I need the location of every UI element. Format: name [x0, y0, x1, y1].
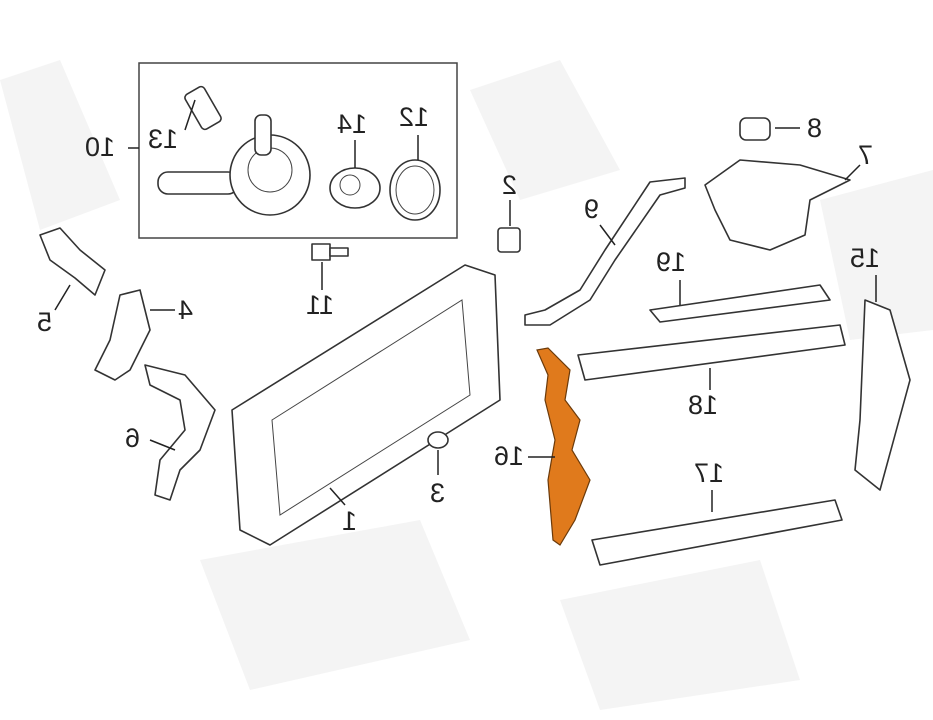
part-6-hose [144, 364, 216, 501]
label-15: 15 [850, 243, 881, 273]
part-17-lower-support [591, 490, 843, 566]
label-18: 18 [688, 390, 719, 420]
part-10-thermostat-housing [157, 114, 311, 216]
label-10: 10 [85, 132, 116, 162]
label-19: 19 [656, 247, 687, 277]
part-2-clip [497, 200, 521, 253]
label-11: 11 [306, 290, 335, 320]
part-1-radiator [231, 264, 501, 546]
part-18-support [577, 324, 846, 390]
label-2: 2 [502, 170, 518, 200]
label-12: 12 [399, 102, 430, 132]
part-7-reservoir [704, 159, 861, 251]
label-14: 14 [337, 109, 368, 139]
label-9: 9 [584, 194, 600, 224]
part-8-cap [739, 117, 800, 141]
part-11-bolt [311, 243, 349, 290]
part-13-sensor [184, 85, 222, 131]
label-6: 6 [125, 423, 141, 453]
label-1: 1 [342, 506, 358, 536]
part-12-gasket [389, 135, 441, 221]
label-8: 8 [807, 113, 823, 143]
part-3-grommet [427, 431, 449, 475]
label-16: 16 [494, 441, 525, 471]
label-7: 7 [858, 140, 874, 170]
thermostat-assembly-box [138, 62, 458, 239]
label-17: 17 [694, 458, 725, 488]
part-5-hose [39, 227, 106, 311]
watermark [0, 60, 933, 710]
part-4-hose [94, 289, 175, 381]
label-4: 4 [178, 295, 194, 325]
part-16-highlighted-bracket [528, 347, 591, 546]
label-3: 3 [430, 478, 446, 508]
part-14-thermostat [329, 140, 381, 209]
part-19-seal [649, 280, 831, 323]
part-15-bracket [854, 275, 911, 491]
label-5: 5 [37, 307, 53, 337]
part-9-hose [524, 177, 686, 326]
label-13: 13 [148, 124, 179, 154]
